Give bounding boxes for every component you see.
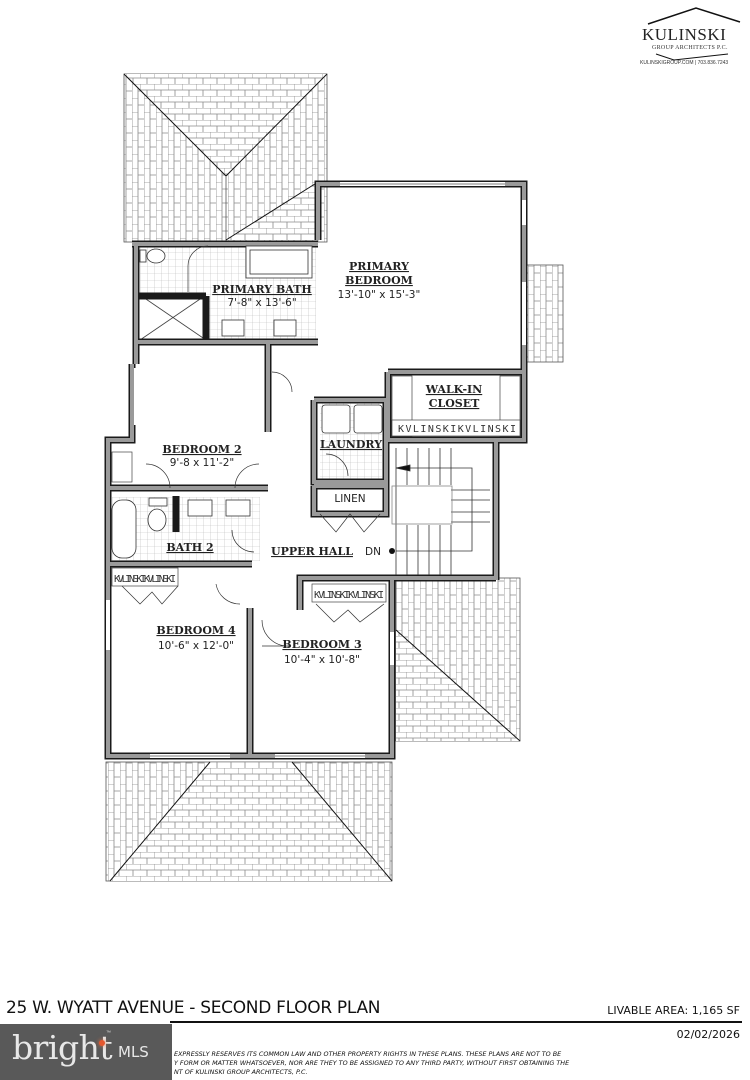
logo-subtitle: GROUP ARCHITECTS P.C. — [652, 45, 728, 51]
closet-shelves — [111, 375, 521, 603]
dim-primary-bedroom: 13'-10" x 15'-3" — [338, 289, 421, 301]
plan-title: 25 W. WYATT AVENUE - SECOND FLOOR PLAN — [6, 998, 381, 1018]
architect-logo: KULINSKI GROUP ARCHITECTS P.C. KULINSKIG… — [628, 4, 746, 70]
roof-bottom — [105, 761, 393, 882]
mls-suffix: MLS — [118, 1043, 149, 1061]
dim-primary-bath: 7'-8" x 13'-6" — [227, 297, 296, 309]
disclaimer-line-3: NT OF KULINSKI GROUP ARCHITECTS, P.C. — [174, 1068, 308, 1076]
mls-brand: bright — [12, 1028, 113, 1067]
room-labels: PRIMARY BEDROOM 13'-10" x 15'-3" PRIMARY… — [156, 260, 482, 666]
label-laundry: LAUNDRY — [320, 438, 382, 451]
closet-text-bed4: KVLINSKIKVLINSKI — [114, 574, 176, 585]
label-walkin-2: CLOSET — [429, 397, 480, 410]
roof-top — [123, 73, 328, 243]
fixtures — [111, 245, 383, 559]
roof-bay — [526, 264, 564, 363]
label-primary-bath: PRIMARY BATH — [212, 283, 312, 296]
dim-bedroom-4: 10'-6" x 12'-0" — [158, 640, 234, 652]
label-walkin-1: WALK-IN — [425, 383, 482, 396]
dryer — [353, 404, 383, 434]
washer — [321, 404, 351, 434]
disclaimer-line-1: EXPRESSLY RESERVES ITS COMMON LAW AND OT… — [174, 1050, 562, 1058]
livable-area: LIVABLE AREA: 1,165 SF — [607, 1004, 740, 1017]
dim-bedroom-2: 9'-8 x 11'-2" — [170, 457, 234, 469]
plan-date: 02/02/2026 — [676, 1028, 740, 1041]
disclaimer-line-2: Y FORM OR MATTER WHATSOEVER, NOR ARE THE… — [174, 1059, 570, 1067]
sink-primary-2 — [273, 319, 297, 337]
label-primary-bedroom-2: BEDROOM — [345, 274, 413, 287]
sink-bath2-2 — [225, 499, 251, 517]
roof-right — [395, 577, 521, 742]
stair-dn-marker — [389, 548, 395, 554]
label-bedroom-3: BEDROOM 3 — [282, 638, 361, 651]
toilet-primary — [146, 248, 166, 264]
logo-roof-icon — [647, 7, 741, 61]
window-panes — [150, 183, 505, 757]
label-bedroom-2: BEDROOM 2 — [162, 443, 241, 456]
bright-mls-watermark: bright ™ MLS — [0, 1024, 172, 1080]
floor-plan: DN KVLINSKIKVLINSKI KVLINSKIKVLINSKI KVL… — [104, 73, 564, 882]
doors[interactable] — [121, 245, 385, 647]
label-primary-bedroom-1: PRIMARY — [349, 260, 409, 273]
label-bath-2: BATH 2 — [166, 541, 213, 554]
dim-bedroom-3: 10'-4" x 10'-8" — [284, 654, 360, 666]
label-linen: LINEN — [334, 493, 365, 505]
closet-text-bed3: KVLINSKIKVLINSKI — [314, 590, 384, 601]
copyright-disclaimer: EXPRESSLY RESERVES ITS COMMON LAW AND OT… — [174, 1050, 734, 1077]
closet-text-walkin: KVLINSKIKVLINSKI — [398, 424, 516, 435]
bathtub-bath2 — [111, 499, 137, 559]
label-upper-hall: UPPER HALL — [271, 545, 353, 558]
stair-dn-label: DN — [365, 546, 381, 558]
sink-primary-1 — [221, 319, 245, 337]
logo-name: KULINSKI — [642, 25, 727, 44]
label-bedroom-4: BEDROOM 4 — [156, 624, 236, 637]
toilet-bath2 — [147, 508, 167, 532]
staircase[interactable] — [391, 448, 490, 575]
mls-trademark: ™ — [106, 1030, 111, 1036]
logo-contact: KULINSKIGROUP.COM | 703.836.7243 — [640, 60, 729, 66]
sink-bath2-1 — [187, 499, 213, 517]
title-rule — [170, 1021, 742, 1023]
mls-star-icon — [99, 1040, 105, 1046]
